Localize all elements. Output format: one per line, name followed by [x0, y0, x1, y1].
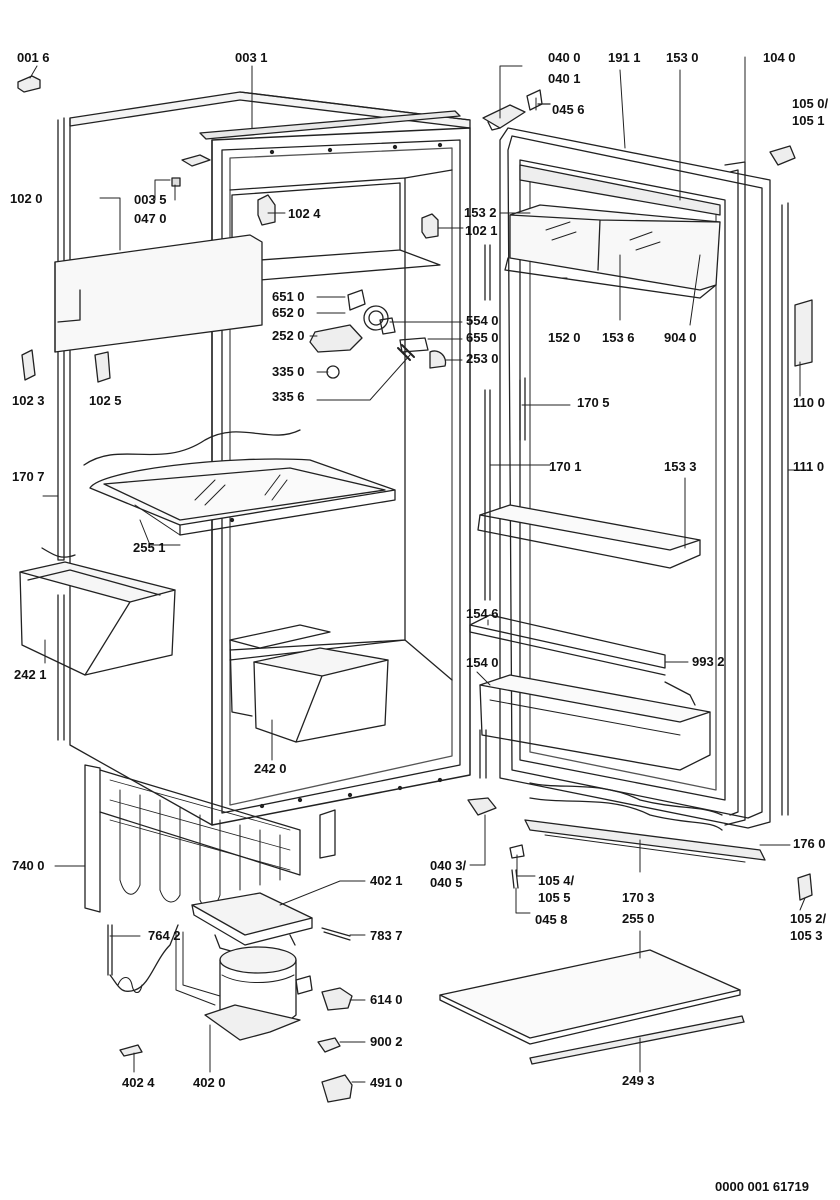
callout-105-1: 105 1 — [792, 113, 825, 128]
shelves-drawing — [19, 458, 396, 743]
callout-040-1: 040 1 — [548, 71, 581, 86]
callout-105-4: 105 4/ — [538, 873, 575, 888]
callout-104-0: 104 0 — [763, 50, 796, 65]
callout-102-1: 102 1 — [465, 223, 498, 238]
callout-242-1: 242 1 — [14, 667, 47, 682]
callout-402-1: 402 1 — [370, 873, 403, 888]
callout-993-2: 993 2 — [692, 654, 725, 669]
callout-040-0: 040 0 — [548, 50, 581, 65]
callout-783-7: 783 7 — [370, 928, 403, 943]
callout-904-0: 904 0 — [664, 330, 697, 345]
fittings-drawing — [17, 75, 447, 383]
callout-102-3: 102 3 — [12, 393, 45, 408]
callout-252-0: 252 0 — [272, 328, 305, 343]
cooling-drawing — [84, 145, 813, 1103]
callout-740-0: 740 0 — [12, 858, 45, 873]
callout-105-5: 105 5 — [538, 890, 571, 905]
callout-249-3: 249 3 — [622, 1073, 655, 1088]
callout-900-2: 900 2 — [370, 1034, 403, 1049]
callout-335-0: 335 0 — [272, 364, 305, 379]
callout-335-6: 335 6 — [272, 389, 305, 404]
callout-045-8: 045 8 — [535, 912, 568, 927]
callout-402-0: 402 0 — [193, 1075, 226, 1090]
callout-153-3: 153 3 — [664, 459, 697, 474]
callout-003-1: 003 1 — [235, 50, 268, 65]
callout-153-0: 153 0 — [666, 50, 699, 65]
callout-110-0: 110 0 — [793, 395, 825, 410]
callout-191-1: 191 1 — [608, 50, 641, 65]
callout-253-0: 253 0 — [466, 351, 499, 366]
callout-040-5: 040 5 — [430, 875, 463, 890]
callout-047-0: 047 0 — [134, 211, 167, 226]
callout-102-5: 102 5 — [89, 393, 122, 408]
callout-105-3: 105 3 — [790, 928, 823, 943]
callout-614-0: 614 0 — [370, 992, 403, 1007]
callout-170-3: 170 3 — [622, 890, 655, 905]
callout-554-0: 554 0 — [466, 313, 499, 328]
callout-102-0: 102 0 — [10, 191, 43, 206]
callout-001-6: 001 6 — [17, 50, 50, 65]
glass-shelf-drawing — [439, 949, 745, 1065]
callout-402-4: 402 4 — [122, 1075, 155, 1090]
callout-153-6: 153 6 — [602, 330, 635, 345]
door-drawing — [469, 89, 813, 863]
callout-170-7: 170 7 — [12, 469, 45, 484]
callout-255-1: 255 1 — [133, 540, 166, 555]
callout-255-0: 255 0 — [622, 911, 655, 926]
callout-651-0: 651 0 — [272, 289, 305, 304]
callout-003-5: 003 5 — [134, 192, 167, 207]
callout-154-6: 154 6 — [466, 606, 499, 621]
callout-170-5: 170 5 — [577, 395, 610, 410]
callout-152-0: 152 0 — [548, 330, 581, 345]
callout-105-0: 105 0/ — [792, 96, 829, 111]
callout-491-0: 491 0 — [370, 1075, 403, 1090]
callout-153-2: 153 2 — [464, 205, 497, 220]
callout-652-0: 652 0 — [272, 305, 305, 320]
callout-655-0: 655 0 — [466, 330, 499, 345]
callout-111-0: 111 0 — [793, 459, 825, 474]
callout-040-3: 040 3/ — [430, 858, 467, 873]
callout-764-2: 764 2 — [148, 928, 181, 943]
callout-154-0: 154 0 — [466, 655, 499, 670]
callout-045-6: 045 6 — [552, 102, 585, 117]
callout-176-0: 176 0 — [793, 836, 826, 851]
leader-lines — [29, 56, 813, 1083]
callout-242-0: 242 0 — [254, 761, 287, 776]
callout-170-1: 170 1 — [549, 459, 582, 474]
callout-102-4: 102 4 — [288, 206, 321, 221]
callout-105-2: 105 2/ — [790, 911, 827, 926]
document-number: 0000 001 61719 — [715, 1179, 809, 1194]
